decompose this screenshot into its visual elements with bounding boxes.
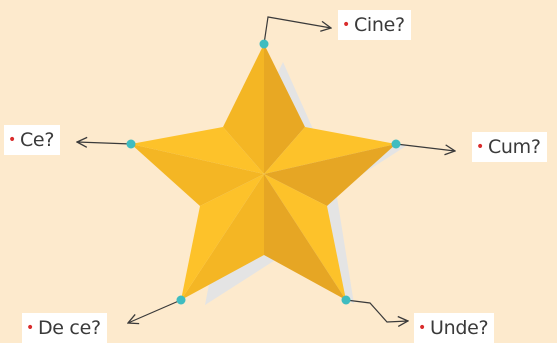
node-left (126, 139, 136, 149)
label-cum: •Cum? (472, 132, 547, 162)
node-right (391, 139, 401, 149)
label-dece-text: De ce? (37, 317, 101, 339)
bullet-icon: • (26, 320, 34, 336)
bullet-icon: • (476, 139, 484, 155)
label-dece: •De ce? (22, 313, 107, 343)
label-ce: •Ce? (4, 125, 61, 155)
star (131, 44, 396, 300)
node-bottom-left (176, 295, 186, 305)
connectors (77, 16, 455, 323)
bullet-icon: • (342, 17, 350, 33)
bullet-icon: • (418, 320, 426, 336)
arrow-ce (77, 142, 132, 144)
label-cum-text: Cum? (487, 136, 541, 158)
bullet-icon: • (8, 132, 16, 148)
nodes (126, 39, 401, 305)
arrow-unde (345, 299, 408, 322)
label-ce-text: Ce? (19, 129, 55, 151)
arrow-cum (395, 143, 455, 151)
arrow-dece (128, 299, 182, 323)
node-top (259, 39, 269, 49)
arrow-cine (263, 16, 331, 45)
label-unde-text: Unde? (429, 317, 489, 339)
label-unde: •Unde? (414, 313, 495, 343)
label-cine: •Cine? (338, 10, 411, 40)
label-cine-text: Cine? (353, 14, 405, 36)
node-bottom-right (341, 295, 351, 305)
